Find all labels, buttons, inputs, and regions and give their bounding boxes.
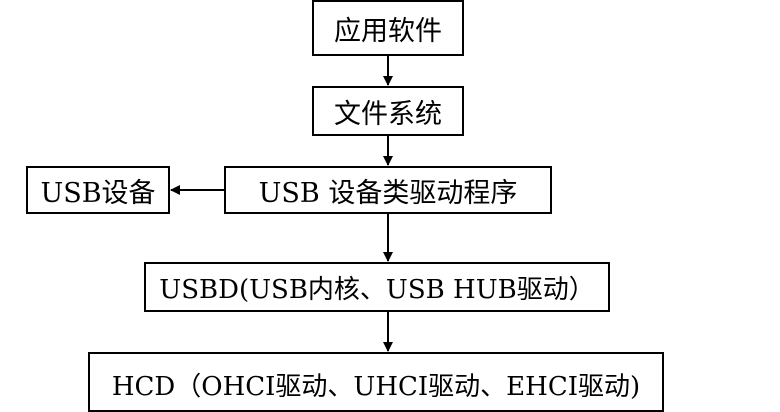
application-software-label: 应用软件 — [334, 15, 442, 47]
usb-class-driver-label: USB 设备类驱动程序 — [258, 177, 518, 209]
file-system-box: 文件系统 — [312, 86, 464, 136]
usb-device-box: USB设备 — [26, 166, 170, 214]
usbd-core-label: USBD(USB内核、USB HUB驱动） — [159, 274, 595, 305]
application-software-box: 应用软件 — [312, 0, 464, 56]
hcd-label: HCD（OHCI驱动、UHCI驱动、EHCI驱动) — [111, 372, 641, 402]
usbd-core-box: USBD(USB内核、USB HUB驱动） — [144, 262, 610, 312]
file-system-label: 文件系统 — [334, 98, 442, 130]
usb-device-label: USB设备 — [40, 177, 156, 209]
hcd-box: HCD（OHCI驱动、UHCI驱动、EHCI驱动) — [88, 352, 664, 412]
usb-class-driver-box: USB 设备类驱动程序 — [224, 166, 552, 214]
connector-layer — [170, 56, 393, 352]
